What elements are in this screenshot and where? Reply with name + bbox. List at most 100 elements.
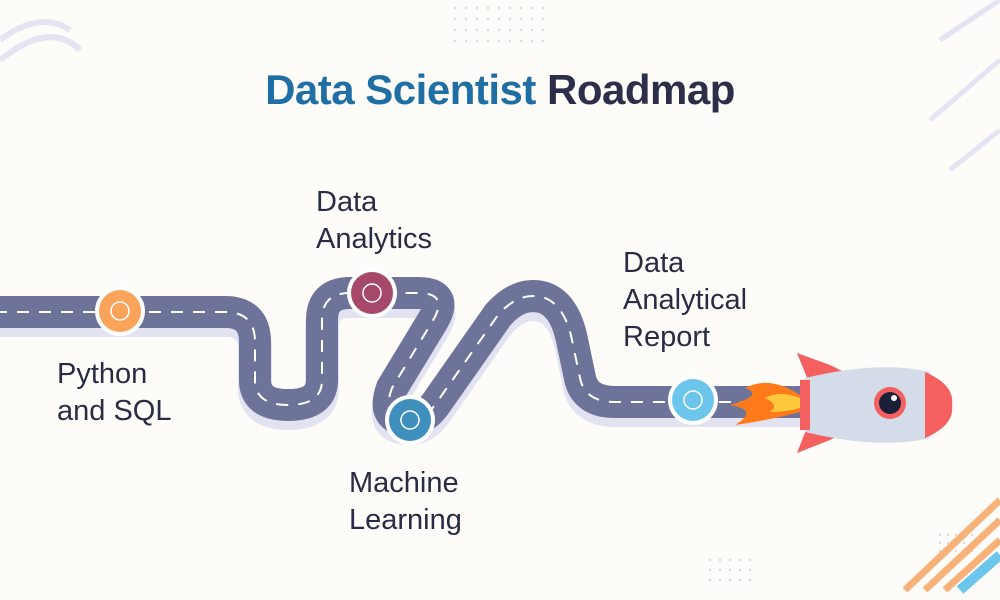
decor-dot — [453, 6, 457, 10]
rocket-body — [805, 367, 930, 443]
page-title: Data Scientist Roadmap — [0, 66, 1000, 114]
decor-dot — [486, 17, 490, 21]
marker-glyph — [362, 283, 382, 303]
decor-dot — [497, 28, 501, 32]
decor-dot — [541, 6, 545, 10]
decor-dot — [954, 533, 958, 537]
label-line: Machine — [349, 467, 459, 499]
decor-dot — [541, 28, 545, 32]
label-line: Analytics — [316, 223, 433, 255]
decor-stripes — [902, 497, 1000, 593]
label-line: Report — [623, 321, 711, 353]
decor-dot — [453, 39, 457, 43]
decor-scribble-right — [928, 0, 1000, 172]
decor-dot — [475, 39, 479, 43]
title-part1: Data Scientist — [265, 66, 536, 113]
road-body — [0, 277, 800, 436]
rocket-flame — [730, 382, 800, 425]
decor-dot — [748, 578, 752, 582]
rocket-window-glass — [879, 392, 901, 414]
decor-dot — [708, 578, 712, 582]
decor-dot — [508, 17, 512, 21]
decor-dot — [954, 549, 958, 553]
analytics-icon — [351, 272, 393, 314]
label-line: Analytical — [623, 284, 748, 316]
decor-dot — [970, 533, 974, 537]
milestone-marker — [668, 375, 718, 425]
decor-dot — [541, 17, 545, 21]
decor-dot — [718, 558, 722, 562]
decor-dot — [946, 533, 950, 537]
decor-dot — [748, 568, 752, 572]
python-icon — [99, 290, 141, 332]
decor-dot — [530, 17, 534, 21]
decor-dot — [497, 17, 501, 21]
label-line: and SQL — [57, 395, 172, 427]
report-icon — [672, 379, 714, 421]
decor-dot — [938, 541, 942, 545]
decor-dot — [728, 568, 732, 572]
decor-dot — [464, 6, 468, 10]
milestone-marker — [347, 268, 397, 318]
label-line: Learning — [349, 504, 462, 536]
decor-dot — [475, 28, 479, 32]
decor-dot — [475, 6, 479, 10]
decor-dot — [464, 17, 468, 21]
decor-dot — [708, 568, 712, 572]
marker-glyph — [400, 410, 420, 430]
marker-glyph — [683, 390, 703, 410]
decor-dot — [508, 39, 512, 43]
decor-scribble-left — [0, 19, 83, 63]
label-line: Data — [623, 247, 685, 279]
rocket-exhaust-ring — [800, 380, 810, 430]
decor-dot — [486, 39, 490, 43]
decor-dot — [530, 6, 534, 10]
decor-dot — [519, 17, 523, 21]
milestone-label-python-sql: Python and SQL — [57, 356, 171, 430]
decor-dot — [508, 6, 512, 10]
decor-dot — [519, 28, 523, 32]
decor-dot — [486, 28, 490, 32]
decor-dot — [453, 28, 457, 32]
title-part2: Roadmap — [547, 66, 735, 113]
decor-dot — [748, 558, 752, 562]
decor-dot — [738, 568, 742, 572]
decor-dot — [962, 541, 966, 545]
decor-dot — [728, 578, 732, 582]
decor-dot — [519, 6, 523, 10]
milestone-marker — [385, 395, 435, 445]
decor-dot — [738, 558, 742, 562]
rocket — [730, 353, 953, 453]
decor-dot — [718, 578, 722, 582]
decor-dot — [519, 39, 523, 43]
decor-dot — [497, 39, 501, 43]
rocket-window-glint — [891, 395, 897, 401]
decor-stripe-blue — [956, 551, 1000, 594]
decor-dot — [728, 558, 732, 562]
decor-dot — [530, 39, 534, 43]
milestone-markers — [95, 268, 718, 445]
milestone-marker — [95, 286, 145, 336]
road — [0, 277, 800, 445]
decor-dot — [530, 28, 534, 32]
decor-dot — [464, 39, 468, 43]
label-line: Python — [57, 358, 148, 390]
rocket-nose — [925, 372, 953, 438]
decor-dot — [708, 558, 712, 562]
label-line: Data — [316, 186, 378, 218]
decor-dot — [497, 6, 501, 10]
neural-network-icon — [389, 399, 431, 441]
decor-dot — [475, 17, 479, 21]
decor-dot — [508, 28, 512, 32]
decor-dot — [946, 541, 950, 545]
decor-dot — [738, 578, 742, 582]
marker-glyph — [110, 301, 130, 321]
decor-dot — [464, 28, 468, 32]
decor-dot — [453, 17, 457, 21]
decor-dot — [718, 568, 722, 572]
decor-dot — [938, 533, 942, 537]
